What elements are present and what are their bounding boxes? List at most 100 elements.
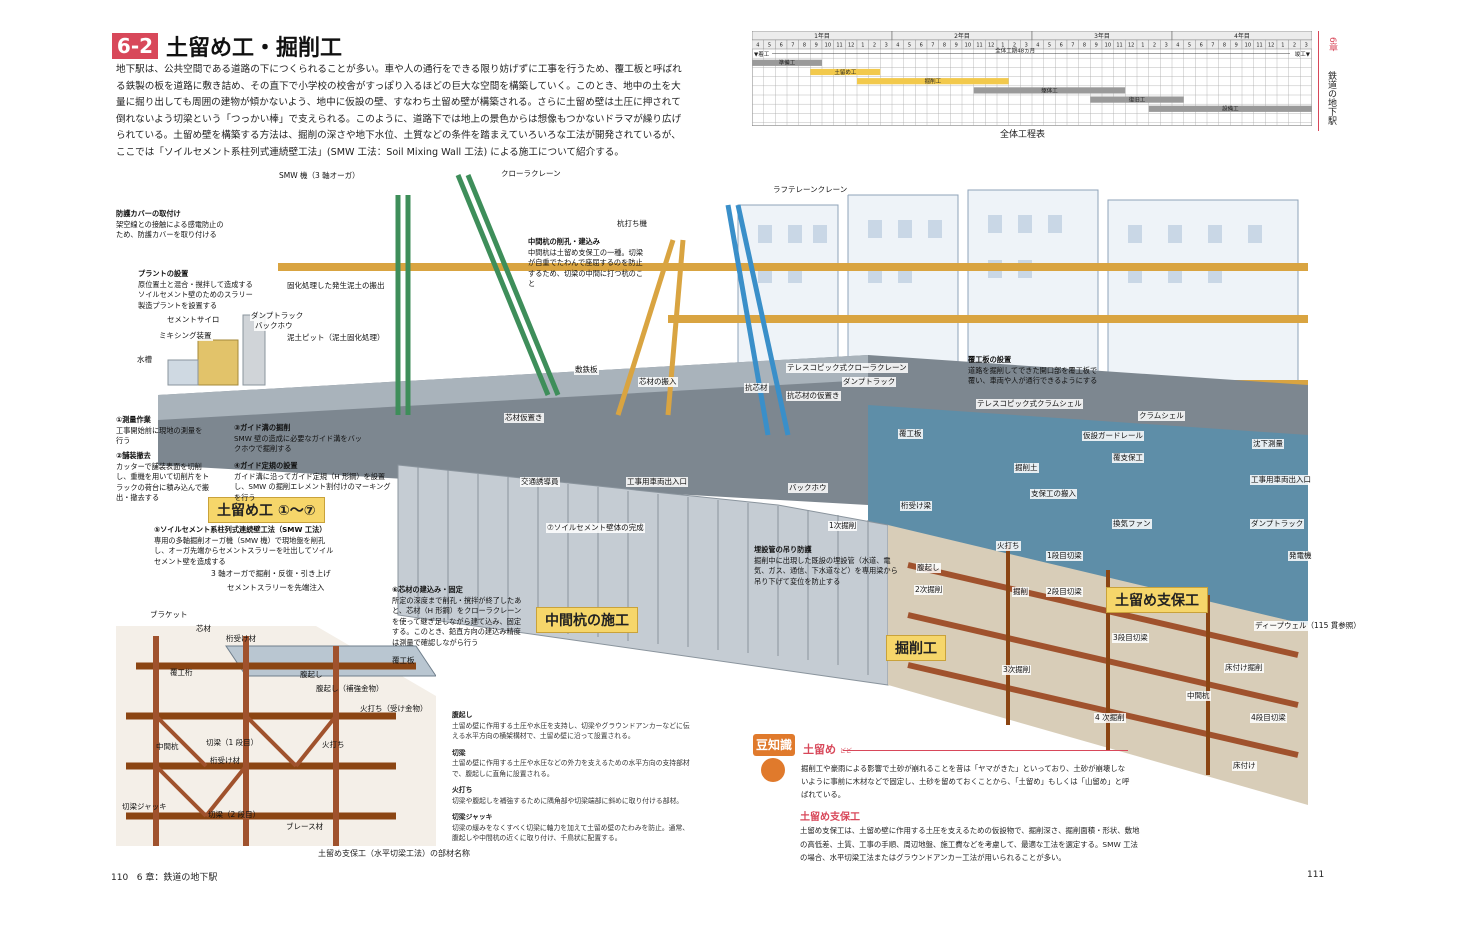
- inset-label-girder-receiver: 桁受け材: [226, 634, 256, 643]
- inset-label-deck-girder: 覆工桁: [170, 668, 193, 677]
- note-title: 覆工板の設置: [968, 355, 1012, 364]
- schedule-month-label: 10: [1245, 43, 1251, 49]
- glossary-text: 切梁や腹起しを補強するために隅角部や切梁端部に斜めに取り付ける部材。: [452, 796, 684, 805]
- label-dump-truck-2: ダンプトラック: [842, 377, 897, 387]
- note-text: 専用の多軸掘削オーガ機（SMW 機）で現地盤を削孔し、オーガ先端からセメントスラ…: [154, 535, 334, 566]
- label-core-storage: 芯材仮置き: [504, 413, 544, 423]
- label-crawler-crane: クローラクレーン: [500, 169, 562, 179]
- schedule-task-label: 土留め工: [834, 68, 857, 76]
- note-plant: プラントの設置 原位置土と混合・撹拌して造成するソイルセメント壁のためのスラリー…: [138, 269, 258, 311]
- glossary-text: 切梁の緩みをなくすべく切梁に軸力を加えて土留め壁のたわみを防止。通常、腹起しや中…: [452, 823, 690, 843]
- schedule-month-label: 11: [836, 43, 842, 49]
- label-pile-driver: 杭打ち機: [616, 219, 648, 229]
- note-text: 中間杭は土留め支保工の一種。切梁が自重でたわんで座屈するのを防止するため、切梁の…: [528, 247, 644, 289]
- inset-label-strut-1: 切梁（1 段目）: [206, 738, 259, 747]
- label-auger-drilling: 3 軸オーガで掘削・反復・引き上げ: [210, 569, 332, 579]
- label-traffic-guard: 交通誘導員: [520, 477, 560, 487]
- inset-label-core: 芯材: [196, 624, 211, 633]
- footer-left: 110 6 章：鉄道の地下駅: [111, 870, 217, 883]
- schedule-task-bar: [857, 78, 1009, 85]
- label-core-delivery: 芯材の搬入: [638, 377, 678, 387]
- schedule-month-label: 11: [1116, 43, 1122, 49]
- trivia-ruby: どど: [839, 748, 852, 755]
- schedule-year-label: 4年目: [1234, 32, 1250, 40]
- schedule-month-label: 12: [1128, 43, 1134, 49]
- note-text: 工事開始前に現地の測量を行う: [116, 425, 203, 446]
- schedule-month-label: 6: [780, 43, 783, 49]
- note-guide-trench: ③ガイド溝の掘削 SMW 壁の造成に必要なガイド溝をバックホウで掘削する: [234, 423, 364, 455]
- section-title: 土留め工・掘削工: [166, 36, 343, 61]
- inset-caption: 土留め支保工（水平切梁工法）の部材名称: [318, 849, 470, 858]
- footer-chapter: 6 章：鉄道の地下駅: [136, 873, 218, 883]
- inset-label-kiuchi: 火打ち: [322, 740, 345, 749]
- stage-label-excavation: 掘削工: [886, 635, 946, 661]
- shoring-inset-art: [116, 626, 437, 846]
- label-strut-2: 2段目切梁: [1046, 587, 1083, 597]
- label-dump-truck: ダンプトラック: [250, 311, 305, 321]
- schedule-month-label: 2: [1153, 43, 1156, 49]
- label-rough-terrain-crane: ラフテレーンクレーン: [772, 185, 849, 195]
- note-text: 所定の深度まで削孔・撹拌が終了したあと、芯材（H 形鋼）をクローラクレーンを使っ…: [392, 595, 522, 647]
- note-smw-method: ⑤ソイルセメント系柱列式連続壁工法（SMW 工法） 専用の多軸掘削オーガ機（SM…: [154, 525, 334, 567]
- label-third-excavation: 3次掘削: [1002, 665, 1032, 675]
- inset-label-haraokoshi: 腹起し: [300, 670, 323, 679]
- label-support-delivery: 支保工の搬入: [1030, 489, 1077, 499]
- schedule-month-label: 1: [1001, 43, 1004, 49]
- label-strut-1: 1段目切梁: [1046, 551, 1083, 561]
- label-deck-support: 覆支保工: [1112, 453, 1144, 463]
- schedule-month-label: 10: [1105, 43, 1111, 49]
- construction-illustration: 土留め工 ①〜⑦ 中間杭の施工 掘削工 土留め支保工 SMW 機（3 軸オーガ）…: [108, 165, 1362, 829]
- section-number: 6-2: [112, 33, 158, 59]
- note-text: ガイド溝に沿ってガイド定規（H 形鋼）を設置し、SMW の掘削エレメント割付けの…: [234, 471, 391, 502]
- label-second-excavation: 2次掘削: [914, 585, 944, 595]
- inset-label-haraokoshi-reinforce: 腹起し（補強金物）: [316, 684, 384, 693]
- schedule-year-label: 2年目: [954, 32, 970, 40]
- glossary-text: 土留め壁に作用する土圧や水圧などの外力を支えるための水平方向の支持部材で、腹起し…: [452, 759, 690, 778]
- label-strut-4: 4段目切梁: [1250, 713, 1287, 723]
- schedule-month-label: 11: [1256, 43, 1262, 49]
- note-text: カッターで舗装表面を切削し、重機を用いて切削片をトラックの荷台に積み込んで搬出・…: [116, 461, 210, 503]
- stage-label-retaining-wall: 土留め工 ①〜⑦: [208, 497, 325, 523]
- glossary-term: 腹起し: [452, 711, 473, 719]
- note-protective-cover: 防護カバーの取付け 架空線との接触による感電防止のため、防護カバーを取り付ける: [116, 209, 226, 241]
- schedule-task-bar: [1148, 105, 1312, 112]
- schedule-month-label: 5: [1048, 43, 1051, 49]
- schedule-task-label: 準備工: [779, 59, 796, 67]
- schedule-month-label: 3: [885, 43, 888, 49]
- note-text: 道路を掘削してできた開口部を覆工板で覆い、車両や人が通行できるようにする: [968, 365, 1098, 386]
- label-intermediate-pile: 中間杭: [1186, 691, 1211, 701]
- schedule-month-label: 2: [1013, 43, 1016, 49]
- schedule-month-label: 12: [988, 43, 994, 49]
- label-water-tank: 水槽: [136, 355, 153, 365]
- label-vehicle-gate-2: 工事用車両出入口: [626, 477, 688, 487]
- schedule-month-label: 7: [1211, 43, 1214, 49]
- label-core-pile: 抗芯材: [744, 383, 769, 393]
- schedule-task-bar: [1090, 96, 1184, 103]
- schedule-month-label: 9: [955, 43, 958, 49]
- intro-paragraph: 地下駅は、公共空間である道路の下につくられることが多い。車や人の通行をできる限り…: [116, 64, 682, 158]
- inset-label-intermediate-pile: 中間杭: [156, 742, 179, 751]
- glossary-term: 火打ち: [452, 786, 473, 794]
- label-steel-plate: 敷鉄板: [574, 365, 599, 375]
- schedule-task-bar: [973, 87, 1126, 94]
- schedule-month-label: 6: [1200, 43, 1203, 49]
- label-bottom-finish: 床付け: [1232, 761, 1257, 771]
- shoring-inset: ブラケット 芯材 桁受け材 覆工板 覆工桁 腹起し 腹起し（補強金物） 火打ち（…: [116, 606, 437, 850]
- schedule-month-label: 12: [1268, 43, 1274, 49]
- stage-label-intermediate-pile: 中間杭の施工: [536, 607, 638, 633]
- page-number-left: 110: [111, 873, 129, 883]
- schedule-end-label: 竣工▼: [1295, 50, 1311, 58]
- schedule-month-label: 1: [1281, 43, 1284, 49]
- label-ventilation-fan: 換気ファン: [1112, 519, 1152, 529]
- label-mixing-plant: ミキシング装置: [158, 331, 213, 341]
- note-title: ④ガイド定規の設置: [234, 461, 298, 470]
- schedule-month-label: 7: [1071, 43, 1074, 49]
- label-telescopic-clamshell: テレスコピック式クラムシェル: [976, 399, 1083, 409]
- schedule-month-label: 9: [1095, 43, 1098, 49]
- label-deck-plate: 覆工板: [898, 429, 923, 439]
- schedule-start-label: ▼着工: [754, 50, 770, 58]
- inset-label-strut-jack: 切梁ジャッキ: [122, 802, 167, 811]
- schedule-year-label: 1年目: [814, 32, 830, 40]
- schedule-month-label: 2: [1293, 43, 1296, 49]
